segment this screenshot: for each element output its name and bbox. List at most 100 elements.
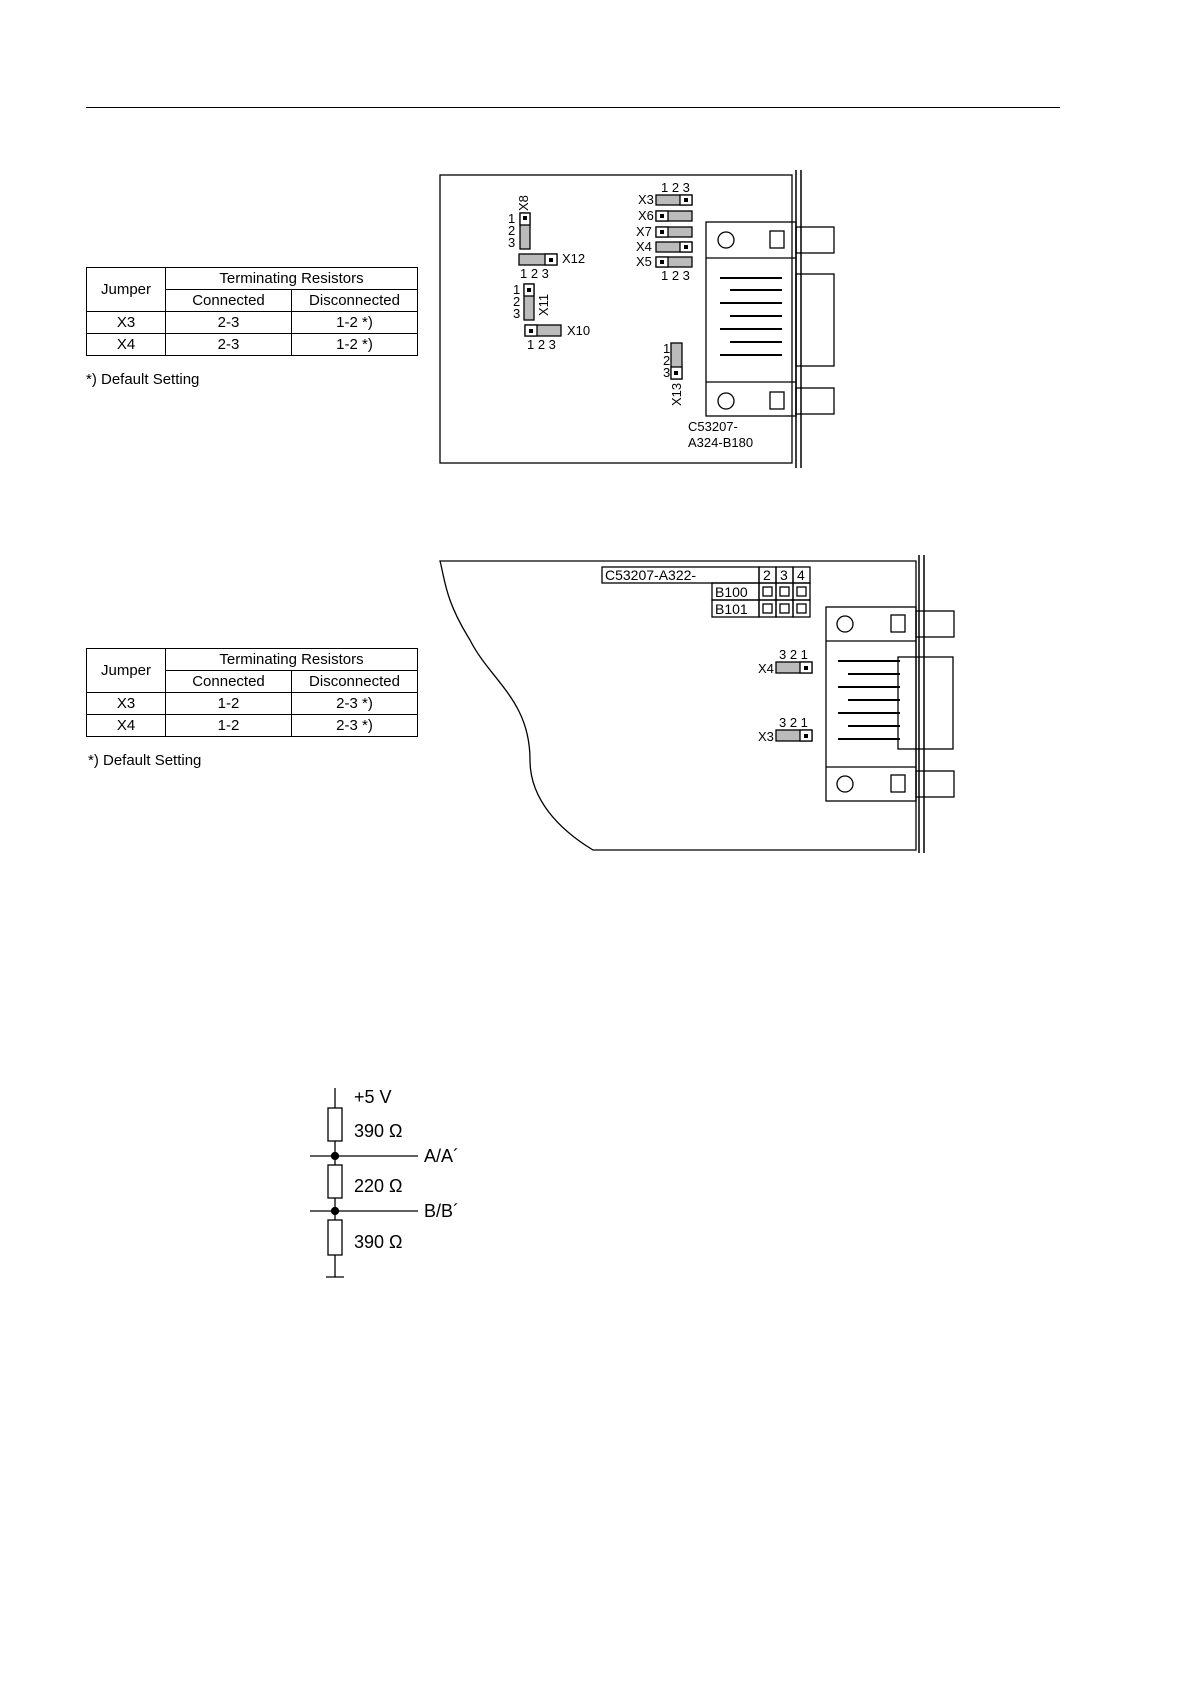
label-x8: X8 bbox=[516, 195, 531, 211]
label-x6: X6 bbox=[638, 208, 654, 223]
pin-numbers: 1 2 3 bbox=[661, 180, 690, 195]
pin-label: 1 bbox=[508, 211, 515, 226]
variant-cell bbox=[775, 599, 794, 618]
footnote-default-2: *) Default Setting bbox=[88, 752, 202, 769]
label-x10: X10 bbox=[567, 323, 590, 338]
cell-connected: 2-3 bbox=[165, 333, 292, 356]
jumper-table-1: Jumper Terminating Resistors Connected D… bbox=[86, 267, 418, 356]
mounting-screw-icon bbox=[915, 770, 955, 798]
connector-pins bbox=[838, 660, 900, 740]
variant-col-label: 3 bbox=[780, 567, 788, 583]
label-x11: X11 bbox=[536, 294, 551, 316]
pin-label: 2 bbox=[513, 294, 520, 309]
label-x4: X4 bbox=[758, 661, 774, 676]
jumper-x7-marker bbox=[660, 230, 664, 234]
board-diagram-1 bbox=[439, 170, 835, 468]
resistor-r3-value: 390 Ω bbox=[354, 1232, 403, 1252]
part-number: C53207- bbox=[688, 419, 738, 434]
table-row: X4 2-3 1-2 *) bbox=[86, 333, 418, 356]
checkbox-squares bbox=[762, 586, 807, 614]
connector-shell-icon bbox=[795, 273, 835, 367]
part-number: A324-B180 bbox=[688, 435, 753, 450]
jumper-x4-marker bbox=[804, 666, 808, 670]
pin-numbers: 1 2 3 bbox=[661, 268, 690, 283]
pin-label: 1 bbox=[663, 341, 670, 356]
board-2-labels: C53207-A322- 2 3 4 B100 B101 3 2 1 X4 3 … bbox=[605, 567, 808, 744]
part-number: C53207-A322- bbox=[605, 567, 696, 583]
table-header-jumper: Jumper bbox=[86, 267, 166, 312]
label-x3: X3 bbox=[638, 192, 654, 207]
table-header-connected: Connected bbox=[165, 670, 292, 693]
label-x4: X4 bbox=[636, 239, 652, 254]
screw-hole-icon bbox=[717, 392, 735, 410]
jumper-x5-marker bbox=[660, 260, 664, 264]
board-diagram-2 bbox=[439, 555, 955, 853]
schematic-labels: +5 V 390 Ω A/A´ 220 Ω B/B´ 390 Ω bbox=[354, 1087, 459, 1252]
jumper-x3-marker bbox=[684, 198, 688, 202]
variant-cell bbox=[758, 582, 777, 601]
cell-jumper: X4 bbox=[86, 714, 166, 737]
pin-numbers: 1 2 3 bbox=[527, 337, 556, 352]
table-header-connected: Connected bbox=[165, 289, 292, 312]
screw-hole-icon bbox=[717, 231, 735, 249]
cell-jumper: X3 bbox=[86, 692, 166, 715]
resistor-r3 bbox=[327, 1219, 343, 1256]
resistor-r1-value: 390 Ω bbox=[354, 1121, 403, 1141]
mounting-screw-icon bbox=[795, 226, 835, 254]
jumper-x11-marker bbox=[527, 288, 531, 292]
variant-col-label: 2 bbox=[763, 567, 771, 583]
pin-numbers: 3 2 1 bbox=[779, 715, 808, 730]
pin-numbers: 1 2 3 bbox=[520, 266, 549, 281]
variant-cell bbox=[792, 599, 811, 618]
jumper-table-2: Jumper Terminating Resistors Connected D… bbox=[86, 648, 418, 737]
jumper-x10-marker bbox=[529, 329, 533, 333]
cell-disconnected: 2-3 *) bbox=[291, 692, 418, 715]
termination-schematic bbox=[310, 1088, 418, 1278]
table-header-group: Terminating Resistors bbox=[165, 267, 418, 290]
connector-pins bbox=[720, 277, 782, 356]
jumper-x13-marker bbox=[674, 371, 678, 375]
table-header-group: Terminating Resistors bbox=[165, 648, 418, 671]
jumper-x12-marker bbox=[549, 258, 553, 262]
pin-label: 3 bbox=[513, 306, 520, 321]
junction-dot bbox=[330, 1151, 340, 1161]
label-x3: X3 bbox=[758, 729, 774, 744]
sub-d-connector bbox=[705, 221, 797, 417]
variant-col-label: 4 bbox=[797, 567, 805, 583]
jumper-x3-marker bbox=[804, 734, 808, 738]
screw-hole-icon bbox=[836, 775, 854, 793]
jumper-x4-marker bbox=[684, 245, 688, 249]
label-x7: X7 bbox=[636, 224, 652, 239]
screw-hole-icon bbox=[836, 615, 854, 633]
pin-label: 3 bbox=[508, 235, 515, 250]
cell-connected: 1-2 bbox=[165, 692, 292, 715]
latch-icon bbox=[890, 614, 906, 633]
resistor-r2 bbox=[327, 1164, 343, 1199]
node-b-label: B/B´ bbox=[424, 1201, 459, 1221]
node-a-label: A/A´ bbox=[424, 1146, 459, 1166]
mounting-screw-icon bbox=[915, 610, 955, 638]
latch-icon bbox=[890, 774, 906, 793]
cell-connected: 1-2 bbox=[165, 714, 292, 737]
table-row: X4 1-2 2-3 *) bbox=[86, 714, 418, 737]
sub-d-connector bbox=[825, 606, 917, 802]
cell-connected: 2-3 bbox=[165, 311, 292, 334]
resistor-r1 bbox=[327, 1107, 343, 1142]
supply-label: +5 V bbox=[354, 1087, 392, 1107]
pin-numbers: 3 2 1 bbox=[779, 647, 808, 662]
latch-icon bbox=[769, 230, 785, 249]
latch-icon bbox=[769, 391, 785, 410]
pin-label: 3 bbox=[663, 365, 670, 380]
pin-label: 1 bbox=[513, 282, 520, 297]
variant-b100: B100 bbox=[715, 584, 748, 600]
board-outline bbox=[439, 174, 793, 464]
board-outline bbox=[439, 560, 917, 851]
pin-label: 2 bbox=[508, 223, 515, 238]
label-x13: X13 bbox=[669, 383, 684, 406]
variant-cell bbox=[775, 582, 794, 601]
table-row: X3 1-2 2-3 *) bbox=[86, 692, 418, 715]
header-rule bbox=[86, 107, 1060, 108]
label-x5: X5 bbox=[636, 254, 652, 269]
variant-cell bbox=[792, 582, 811, 601]
